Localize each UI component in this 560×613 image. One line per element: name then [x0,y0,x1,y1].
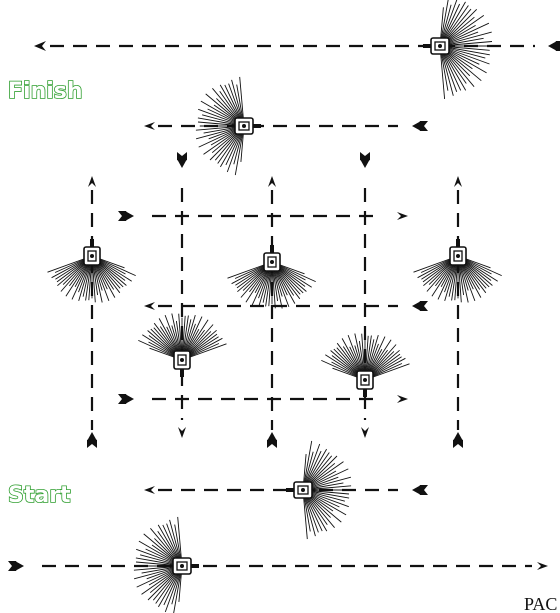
arrow-icon [453,432,463,448]
arrow-icon [412,485,428,495]
reference-label: PAC [524,594,557,613]
scanner-robot-icon [423,0,493,100]
robots [47,0,502,613]
arrow-icon [361,427,369,438]
arrow-icon [454,176,462,187]
arrow-icon [177,152,187,168]
arrow-icon [268,176,276,187]
arrow-icon [118,211,134,221]
arrow-icon [178,427,186,438]
finish-label: Finish [8,79,83,104]
start-label: Start [8,483,71,508]
arrow-icon [144,122,155,130]
scanner-robot-icon [227,245,316,309]
arrow-icon [8,561,24,571]
scanner-robot-icon [286,440,352,540]
scanner-robot-icon [138,313,227,377]
arrow-icon [144,302,155,310]
arrow-icon [412,121,428,131]
scanner-robot-icon [47,239,136,303]
scanner-robot-icon [133,516,199,613]
arrow-icon [144,486,155,494]
arrow-icon [88,176,96,187]
arrow-icon [397,212,408,220]
arrow-icon [118,394,134,404]
arrow-icon [412,301,428,311]
arrow-icon [537,562,548,570]
arrow-icon [87,432,97,448]
scanner-robot-icon [321,333,410,397]
arrow-icon [267,432,277,448]
arrow-icon [360,152,370,168]
arrow-icon [548,41,560,51]
arrows [8,41,560,571]
arrow-icon [397,395,408,403]
scanner-robot-icon [413,239,502,303]
arrow-icon [34,41,46,51]
scanner-robot-icon [195,76,261,176]
